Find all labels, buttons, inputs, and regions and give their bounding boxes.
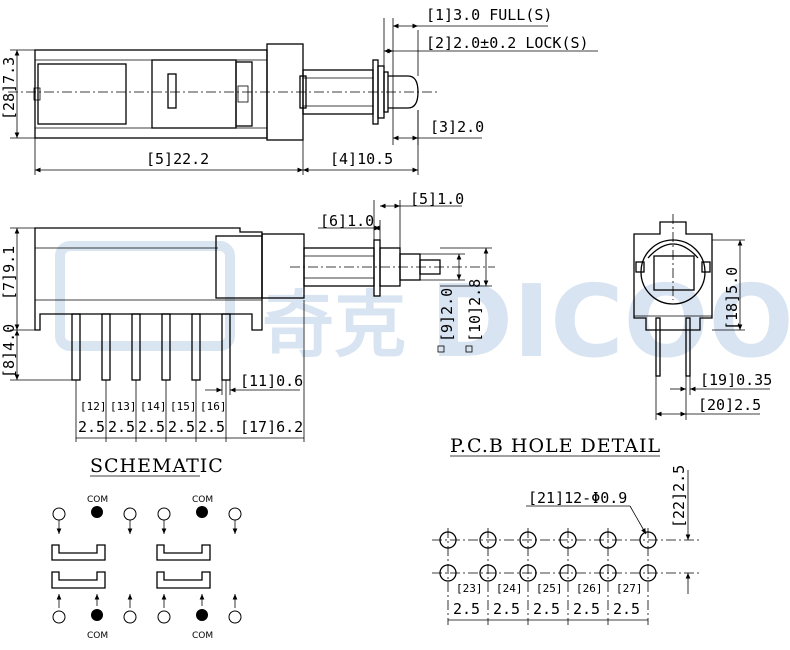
com-label: COM (192, 495, 213, 505)
side-pitch-label: [15] (170, 400, 197, 413)
watermark: 奇克 DICOO (55, 241, 790, 380)
dim-6: [6]1.0 (320, 212, 374, 230)
dim-9: [9]2.0 (438, 288, 456, 342)
dim-lock: [2]2.0±0.2 LOCK(S) (426, 34, 589, 52)
dim-22: [22]2.5 (670, 465, 688, 528)
pcb-pitch-label: [23] (456, 582, 483, 595)
side-pitch-value: 2.5 (108, 418, 135, 436)
dim-18: [18]5.0 (723, 267, 741, 330)
side-pitch-value: 2.5 (168, 418, 195, 436)
pcb-pitch-value: 2.5 (453, 600, 480, 618)
pcb-pitch-value: 2.5 (493, 600, 520, 618)
com-label: COM (192, 631, 213, 641)
dim-20: [20]2.5 (698, 396, 761, 414)
pcb-hole-detail: P.C.B HOLE DETAIL [21]12-Φ0.9 (432, 435, 700, 625)
side-pitch-value: 2.5 (78, 418, 105, 436)
pcb-pitch-value: 2.5 (533, 600, 560, 618)
watermark-en: DICOO (430, 263, 790, 380)
dim-4: [4]10.5 (330, 150, 393, 168)
side-pitch-value: 2.5 (198, 418, 225, 436)
pcb-pitch-value: 2.5 (573, 600, 600, 618)
dim-19: [19]0.35 (700, 371, 772, 389)
pcb-pitch-label: [25] (536, 582, 563, 595)
schematic: SCHEMATIC COM COM COM COM (51, 455, 242, 641)
com-label: COM (87, 631, 108, 641)
dim-5b: [5]1.0 (410, 190, 464, 208)
dim-7: [7]9.1 (0, 246, 18, 300)
pcb-pitch-label: [26] (576, 582, 603, 595)
side-view: [7]9.1 [8]4.0 [5]1.0 [6]1.0 [9]2.0 [10]2… (0, 190, 495, 442)
pcb-holes: [21]12-Φ0.9 (528, 489, 627, 507)
dim-17: [17]6.2 (240, 418, 303, 436)
side-pitch-label: [16] (200, 400, 227, 413)
dim-10: [10]2.8 (466, 279, 484, 342)
watermark-cn: 奇克 (262, 283, 406, 367)
dim-8: [8]4.0 (0, 324, 18, 378)
pcb-pitch-label: [27] (616, 582, 643, 595)
com-label: COM (87, 495, 108, 505)
side-pitch-value: 2.5 (138, 418, 165, 436)
pcb-title: P.C.B HOLE DETAIL (450, 435, 661, 457)
pcb-pitch-value: 2.5 (613, 600, 640, 618)
side-pitch-label: [14] (140, 400, 167, 413)
front-view: [18]5.0 [19]0.35 [20]2.5 (633, 214, 772, 420)
dim-28: [28]7.3 (0, 57, 18, 120)
dim-5: [5]22.2 (146, 150, 209, 168)
dim-full: [1]3.0 FULL(S) (426, 6, 552, 24)
dim-11: [11]0.6 (240, 372, 303, 390)
side-pitch-label: [13] (110, 400, 137, 413)
dim-3: [3]2.0 (430, 118, 484, 136)
side-pitch-label: [12] (80, 400, 107, 413)
schematic-title: SCHEMATIC (90, 455, 224, 477)
pcb-pitch-label: [24] (496, 582, 523, 595)
top-view: [28]7.3 [5]22.2 [4]10.5 [1]3.0 FULL(S) [… (0, 6, 598, 175)
